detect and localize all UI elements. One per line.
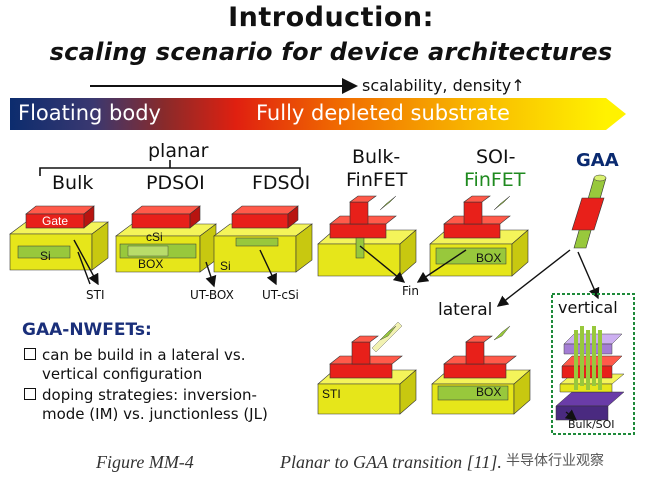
pdsoi-device	[115, 205, 217, 273]
box-label-soifinfet: BOX	[476, 251, 501, 265]
gaa-header: GAA	[576, 150, 619, 171]
title-line1: Introduction:	[228, 2, 434, 33]
vertical-gaa-box	[551, 293, 635, 435]
bulk-finfet-header-line1: Bulk-	[352, 146, 401, 168]
lateral-gaa-bulk	[317, 321, 417, 415]
pdsoi-header: PDSOI	[146, 172, 205, 194]
sti-label-lateral: STI	[322, 387, 341, 401]
bulk-device	[9, 205, 109, 271]
soi-finfet-header-line1: SOI-	[476, 146, 516, 168]
watermark: 半导体行业观察	[506, 453, 604, 469]
vertical-label: vertical	[558, 298, 618, 317]
bullet-2-line-1: doping strategies: inversion-	[24, 386, 257, 405]
fdsoi-device	[213, 205, 313, 273]
ut-box-label: UT-BOX	[190, 288, 234, 302]
fin-label: Fin	[402, 284, 419, 298]
floating-body-label: Floating body	[18, 101, 161, 125]
figure-caption: Planar to GAA transition [11].	[280, 452, 502, 472]
title-line2: scaling scenario for device architecture…	[49, 38, 613, 66]
bulk-finfet-device	[317, 195, 417, 277]
checkbox-icon	[24, 348, 36, 360]
lateral-label: lateral	[438, 300, 493, 320]
box-label-pdsoi: BOX	[138, 257, 163, 271]
gaa-nwfets-title: GAA-NWFETs:	[22, 320, 152, 340]
lateral-gaa-soi	[431, 325, 531, 415]
bullet-2-line-2: mode (IM) vs. junctionless (JL)	[42, 405, 268, 423]
bulk-header: Bulk	[52, 172, 94, 194]
figure-number: Figure MM-4	[96, 452, 194, 472]
bulk-finfet-header-line2: FinFET	[346, 169, 408, 191]
soi-finfet-device	[429, 195, 529, 277]
pointer-lines	[73, 239, 600, 307]
caption-area	[0, 443, 662, 486]
checkbox-icon	[24, 388, 36, 400]
fully-depleted-label: Fully depleted substrate	[256, 101, 510, 125]
bullet-1-line-2: vertical configuration	[42, 365, 203, 383]
fdsoi-header: FDSOI	[252, 172, 311, 194]
csi-label: cSi	[146, 230, 163, 244]
si-label: Si	[40, 249, 51, 263]
planar-bracket	[39, 160, 301, 176]
ut-csi-label: UT-cSi	[262, 288, 299, 302]
gate-label: Gate	[42, 214, 68, 228]
sti-label: STI	[86, 288, 105, 302]
box-label-lateral: BOX	[476, 385, 501, 399]
soi-finfet-header-line2: FinFET	[464, 169, 526, 191]
bullet-2-text: doping strategies: inversion-	[42, 386, 257, 404]
bullet-1-text: can be build in a lateral vs.	[42, 346, 246, 364]
bulk-soi-label: Bulk/SOI	[568, 418, 615, 431]
si-label-fdsoi: Si	[220, 259, 231, 273]
gradient-bar-arrowhead	[606, 98, 626, 130]
scalability-label: scalability, density↑	[362, 76, 525, 95]
vertical-gaa-device	[555, 326, 625, 421]
gaa-nanowire	[571, 174, 607, 249]
planar-header: planar	[148, 140, 209, 162]
substrate-gradient-bar	[10, 98, 606, 130]
bullet-1-line-1: can be build in a lateral vs.	[24, 346, 246, 365]
